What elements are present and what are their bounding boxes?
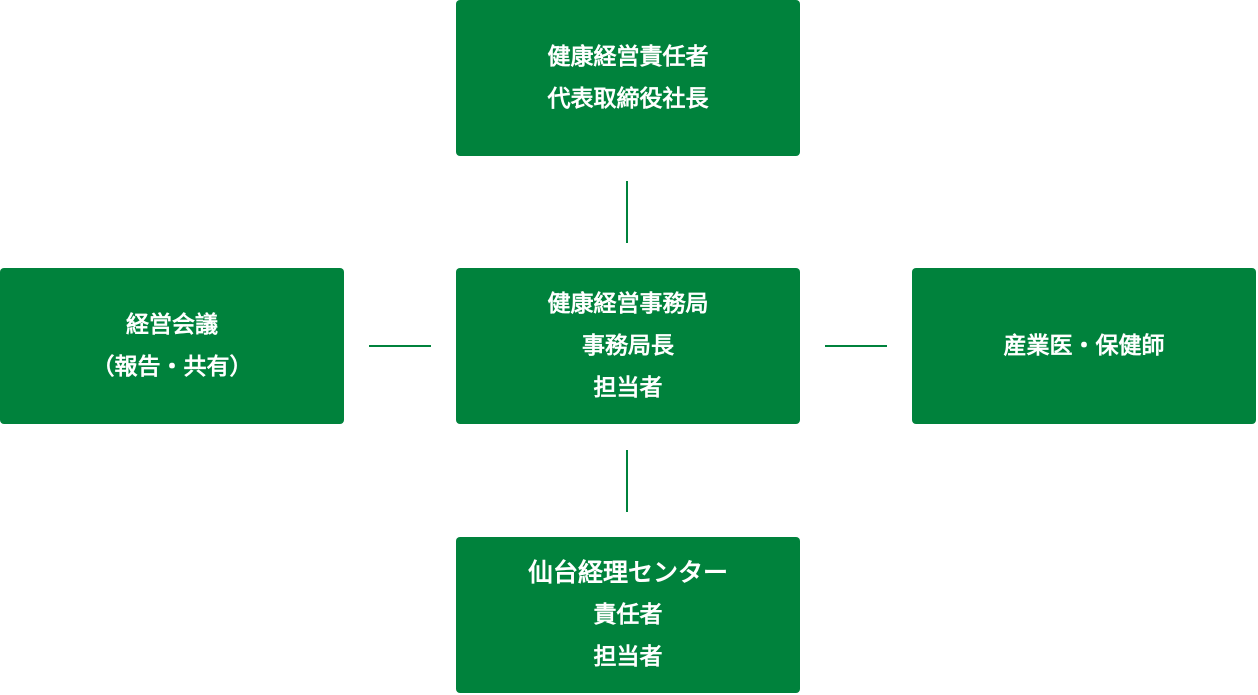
node-management-meeting: 経営会議 （報告・共有） [0, 268, 344, 424]
node-line: 経営会議 [126, 312, 218, 338]
node-occupational-physician: 産業医・保健師 [912, 268, 1256, 424]
connector-right [825, 345, 887, 347]
node-secretariat: 健康経営事務局 事務局長 担当者 [456, 268, 800, 424]
connector-left [369, 345, 431, 347]
node-line: 健康経営事務局 [547, 291, 709, 317]
node-line: 健康経営責任者 [547, 44, 709, 70]
connector-top [626, 181, 628, 243]
node-sendai-accounting-center: 仙台経理センター 責任者 担当者 [456, 537, 800, 693]
node-health-management-officer: 健康経営責任者 代表取締役社長 [456, 0, 800, 156]
node-line: 責任者 [593, 602, 663, 628]
connector-bottom [626, 450, 628, 512]
node-line: 仙台経理センター [527, 558, 728, 587]
node-line: 産業医・保健師 [1003, 333, 1165, 359]
node-line: 担当者 [593, 375, 663, 401]
node-line: （報告・共有） [91, 354, 253, 380]
node-line: 担当者 [593, 644, 663, 670]
node-line: 代表取締役社長 [547, 86, 709, 112]
node-line: 事務局長 [582, 333, 674, 359]
